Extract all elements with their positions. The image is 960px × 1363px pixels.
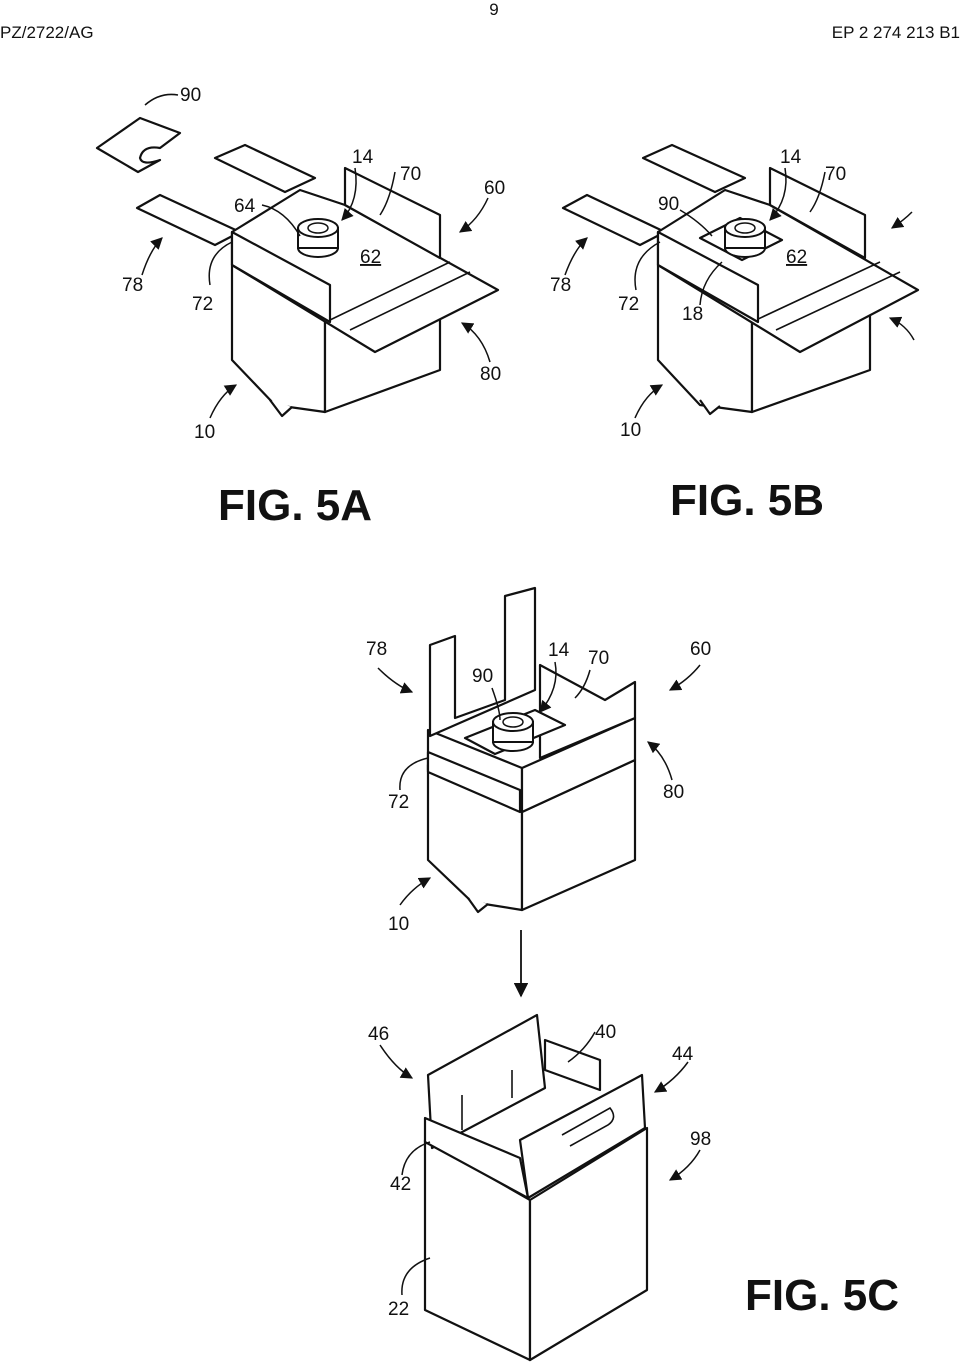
ref-label-14: 14: [548, 640, 570, 661]
ref-label-80: 80: [663, 782, 684, 803]
ref-label-72: 72: [388, 792, 409, 813]
front-flap-72: [426, 750, 522, 814]
container-tip: [269, 399, 293, 418]
ref-label-18: 18: [682, 304, 703, 325]
ref-label-40: 40: [595, 1022, 616, 1043]
figure-caption-5c: FIG. 5C: [745, 1271, 899, 1320]
ref-label-10: 10: [194, 422, 215, 443]
ref-label-22: 22: [388, 1299, 409, 1320]
ref-label-14: 14: [780, 147, 802, 168]
ref-label-60: 60: [484, 178, 505, 199]
flap-78-upper: [641, 143, 747, 194]
front-flap-72: [230, 230, 332, 324]
page-number: 9: [489, 0, 499, 19]
shim-90: [95, 116, 182, 174]
ref-label-90: 90: [658, 194, 679, 215]
flap-78-lower: [135, 193, 242, 247]
fitment-64: [297, 218, 339, 258]
ref-label-10: 10: [620, 420, 641, 441]
container-tip: [699, 399, 721, 416]
ref-label-90: 90: [472, 666, 493, 687]
upright-flap-70: [768, 166, 867, 260]
patent-number: EP 2 274 213 B1: [831, 23, 960, 42]
ref-label-90: 90: [180, 85, 201, 106]
carton-flap-44: [518, 1073, 647, 1200]
fitment: [492, 712, 534, 752]
ref-label-14: 14: [352, 147, 374, 168]
carton-flap-40: [543, 1038, 602, 1092]
ref-label-10: 10: [388, 914, 409, 935]
ref-label-44: 44: [672, 1044, 694, 1065]
container-tip: [467, 897, 489, 914]
ref-label-60: 60: [690, 639, 711, 660]
ref-label-62: 62: [360, 247, 381, 268]
ref-label-78: 78: [550, 275, 571, 296]
upright-flap-70: [343, 166, 442, 260]
front-flap-72: [656, 230, 760, 324]
ref-label-72: 72: [192, 294, 213, 315]
fitment: [724, 218, 766, 258]
document-reference: PZ/2722/AG: [0, 23, 94, 42]
ref-label-70: 70: [588, 648, 609, 669]
figure-caption-5a: FIG. 5A: [218, 481, 372, 530]
ref-label-64: 64: [234, 196, 256, 217]
ref-label-62: 62: [786, 247, 807, 268]
ref-label-70: 70: [825, 164, 846, 185]
figure-5c: 78 14 70 60 90 72 80 10: [366, 586, 899, 1362]
figure-5a: 90 14 70 64 60 62 78 72 80 10 FIG. 5A: [95, 85, 505, 530]
upright-flaps-78: [428, 586, 537, 738]
carton-side-panel: [528, 1126, 649, 1362]
figure-caption-5b: FIG. 5B: [670, 476, 824, 525]
flap-78-upper: [213, 143, 317, 194]
ref-label-98: 98: [690, 1129, 711, 1150]
carton-inner-flap-42: [423, 1116, 530, 1200]
ref-label-78: 78: [366, 639, 387, 660]
figure-5b: 14 70 90 62 78 72 18 10 FIG. 5B: [550, 143, 920, 525]
ref-label-42: 42: [390, 1174, 411, 1195]
ref-label-80: 80: [480, 364, 501, 385]
ref-label-78: 78: [122, 275, 143, 296]
ref-label-70: 70: [400, 164, 421, 185]
ref-label-72: 72: [618, 294, 639, 315]
flap-78-lower: [561, 193, 667, 247]
upright-flap-70: [538, 663, 637, 760]
ref-label-46: 46: [368, 1024, 389, 1045]
